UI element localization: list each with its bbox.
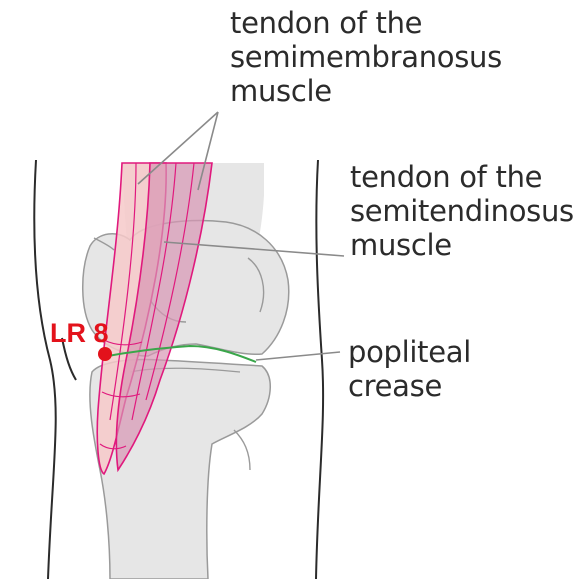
leg-outline-left-fold xyxy=(61,337,77,381)
popliteal-crease-label-line-2: crease xyxy=(348,369,442,403)
leader-semitendinosus xyxy=(163,241,345,257)
tendon-cross-3 xyxy=(99,443,127,450)
leader-semimembranosus xyxy=(137,111,219,191)
semimembranosus-label-line-1: tendon of the xyxy=(230,6,423,40)
popliteal-crease-label-line-1: popliteal xyxy=(348,335,472,369)
semimembranosus-tendon-shape xyxy=(115,162,213,473)
tendon-fiber-2 xyxy=(131,162,177,421)
tendon-fiber-1 xyxy=(109,162,137,421)
tendon-cross-2 xyxy=(101,391,141,398)
semitendinosus-label-line-1: tendon of the xyxy=(350,160,543,194)
semitendinosus-label-line-3: muscle xyxy=(350,228,452,262)
tendon-cross-1 xyxy=(103,339,143,346)
tibia-tuberosity xyxy=(233,429,251,471)
lr8-point-label: LR 8 xyxy=(50,318,109,348)
lr8-point-marker xyxy=(98,347,112,361)
leg-outline-left xyxy=(33,159,57,579)
condyle-detail xyxy=(247,257,265,313)
semimembranosus-label-line-3: muscle xyxy=(230,74,332,108)
semitendinosus-label: tendon of the semitendinosus muscle xyxy=(350,160,580,262)
semitendinosus-label-line-2: semitendinosus xyxy=(350,194,574,228)
tendon-fiber-3 xyxy=(145,162,195,401)
semimembranosus-label-line-2: semimembranosus xyxy=(230,40,502,74)
epicondyle-left xyxy=(93,237,115,251)
popliteal-crease-label: popliteal crease xyxy=(348,335,471,403)
leg-outline-right xyxy=(315,159,325,579)
popliteal-crease-line xyxy=(107,344,257,363)
semimembranosus-label: tendon of the semimembranosus muscle xyxy=(230,6,502,108)
leader-popliteal xyxy=(255,351,341,361)
